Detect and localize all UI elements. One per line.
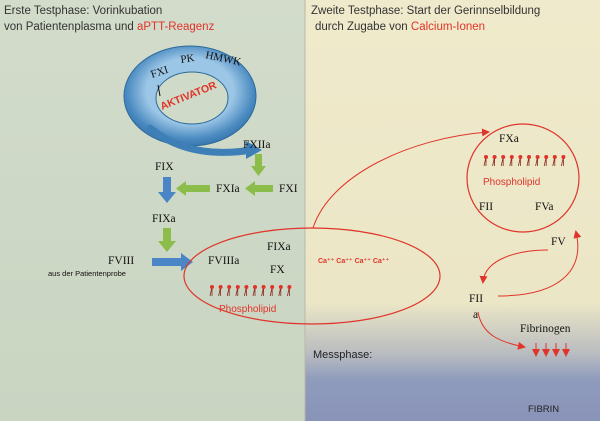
arrow-green-fxiia-down	[251, 154, 266, 176]
complex-calcium: Ca⁺⁺ Ca⁺⁺ Ca⁺⁺ Ca⁺⁺	[318, 257, 389, 265]
arrow-fiia-feedback	[497, 230, 582, 297]
phospholipid-tail	[535, 155, 540, 167]
left-heading-line2: von Patientenplasma und aPTT-Reagenz	[4, 21, 215, 33]
label-fxi: FXI	[279, 183, 298, 195]
phospholipid-tails-left	[209, 285, 292, 297]
right-heading-line1: Zweite Testphase: Start der Gerinnselbil…	[311, 5, 540, 17]
phospholipid-tail	[518, 155, 523, 167]
arrow-fiia-to-fibrin	[477, 311, 526, 350]
activator-ring	[123, 45, 262, 159]
phospholipid-tail	[269, 285, 275, 297]
label-messphase: Messphase:	[313, 349, 372, 361]
label-fxiia: FXIIa	[243, 139, 270, 151]
prothrombinase-complex	[466, 123, 580, 233]
arrow-fv-loop	[479, 249, 549, 284]
ring-label-pk: PK	[180, 52, 196, 66]
phospholipid-tail	[244, 285, 249, 297]
complex-fviiia: FVIIIa	[208, 255, 239, 267]
phospholipid-tail	[500, 155, 506, 167]
phospholipid-tail	[278, 285, 283, 297]
label-fviii-note: aus der Patientenprobe	[48, 269, 126, 278]
phospholipid-tail	[483, 155, 488, 167]
ring-label-fxi: FXI	[149, 64, 170, 81]
phospholipid-tail	[235, 285, 240, 297]
phospholipid-tails-right	[483, 155, 566, 167]
label-fiia-line2: a	[473, 309, 478, 321]
phospholipid-tail	[561, 155, 566, 167]
left-heading-line1: Erste Testphase: Vorinkubation	[4, 5, 162, 17]
right-heading-line2: durch Zugabe von Calcium-Ionen	[315, 21, 485, 33]
label-fibrinogen: Fibrinogen	[520, 323, 571, 335]
phospholipid-tail	[509, 155, 514, 167]
phospholipid-tail	[209, 285, 214, 297]
ring-tick	[157, 84, 161, 97]
label-fibrin: FIBRIN	[528, 404, 559, 415]
phospholipid-tail	[218, 285, 223, 297]
fibrin-arrows	[532, 343, 570, 357]
arrow-green-fxia-left	[176, 181, 210, 196]
label-fv: FV	[551, 236, 566, 248]
phospholipid-tail	[226, 285, 232, 297]
phospholipid-tail	[261, 285, 266, 297]
tenase-complex	[183, 227, 441, 325]
label-fix: FIX	[155, 161, 174, 173]
arrow-green-fixa-down	[158, 228, 176, 252]
prothrombinase-fva: FVa	[535, 201, 554, 213]
complex-phospholipid: Phospholipid	[219, 304, 276, 315]
phospholipid-tail	[526, 155, 531, 167]
phospholipid-tail	[552, 155, 557, 167]
complex-fixa: FIXa	[267, 241, 291, 253]
label-fixa: FIXa	[152, 213, 176, 225]
phospholipid-tail	[287, 285, 292, 297]
arrow-blue-fviii-right	[152, 253, 193, 271]
label-fiia-line1: FII	[469, 293, 483, 305]
phospholipid-tail	[492, 155, 497, 167]
prothrombinase-phospholipid: Phospholipid	[483, 177, 540, 188]
right-panel-bg	[305, 0, 600, 421]
complex-fx: FX	[270, 264, 285, 276]
phospholipid-tail	[252, 285, 257, 297]
label-fviii: FVIII	[108, 255, 134, 267]
arrow-tenase-to-fxa	[312, 128, 490, 229]
phospholipid-tail	[543, 155, 549, 167]
prothrombinase-fxa: FXa	[499, 133, 519, 145]
arrow-blue-fix-down	[158, 177, 176, 203]
label-fxia: FXIa	[216, 183, 240, 195]
arrow-green-fxi-left	[245, 181, 273, 196]
prothrombinase-fii: FII	[479, 201, 493, 213]
